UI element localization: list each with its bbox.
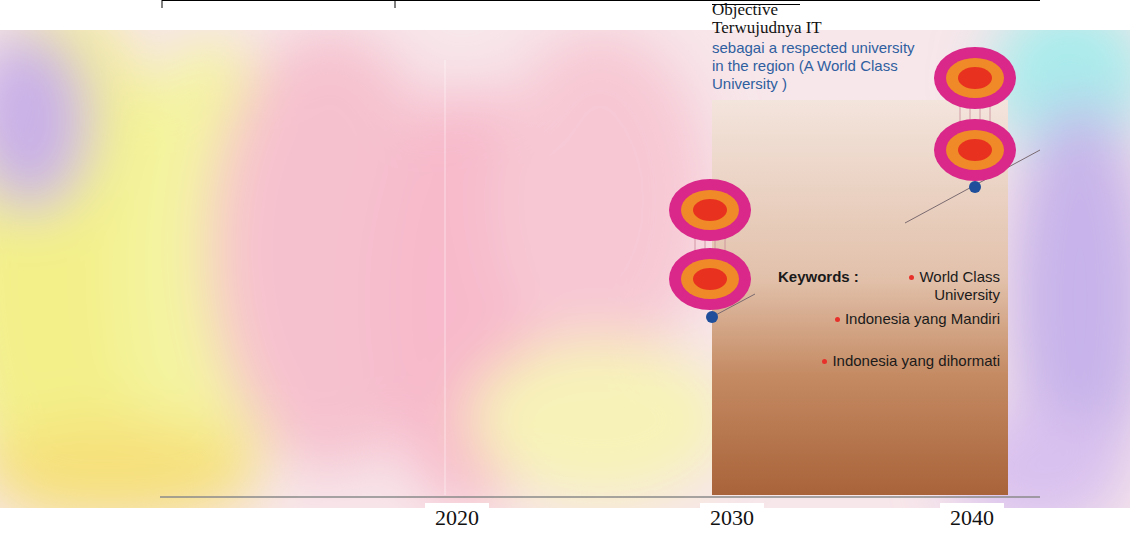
bullet-dot bbox=[822, 359, 827, 364]
year-label: 2030 bbox=[700, 503, 764, 533]
keyword-item: Indonesia yang Mandiri bbox=[802, 310, 1000, 328]
bullet-dot bbox=[835, 317, 840, 322]
year-label: 2020 bbox=[425, 503, 489, 533]
keyword-item: Indonesia yang dihormati bbox=[802, 352, 1000, 370]
year-label: 2040 bbox=[940, 503, 1004, 533]
objective-heading: Objective bbox=[712, 0, 912, 19]
keyword-item: World Class University bbox=[802, 268, 1000, 304]
objective-text: sebagai a respected university in the re… bbox=[712, 39, 924, 93]
bullet-dot bbox=[909, 275, 914, 280]
objective-subheading: Terwujudnya IT bbox=[712, 18, 912, 37]
objective-panel: ObjectiveTerwujudnya ITsebagai a respect… bbox=[712, 100, 1008, 495]
keywords-heading: Keywords : bbox=[778, 268, 868, 286]
